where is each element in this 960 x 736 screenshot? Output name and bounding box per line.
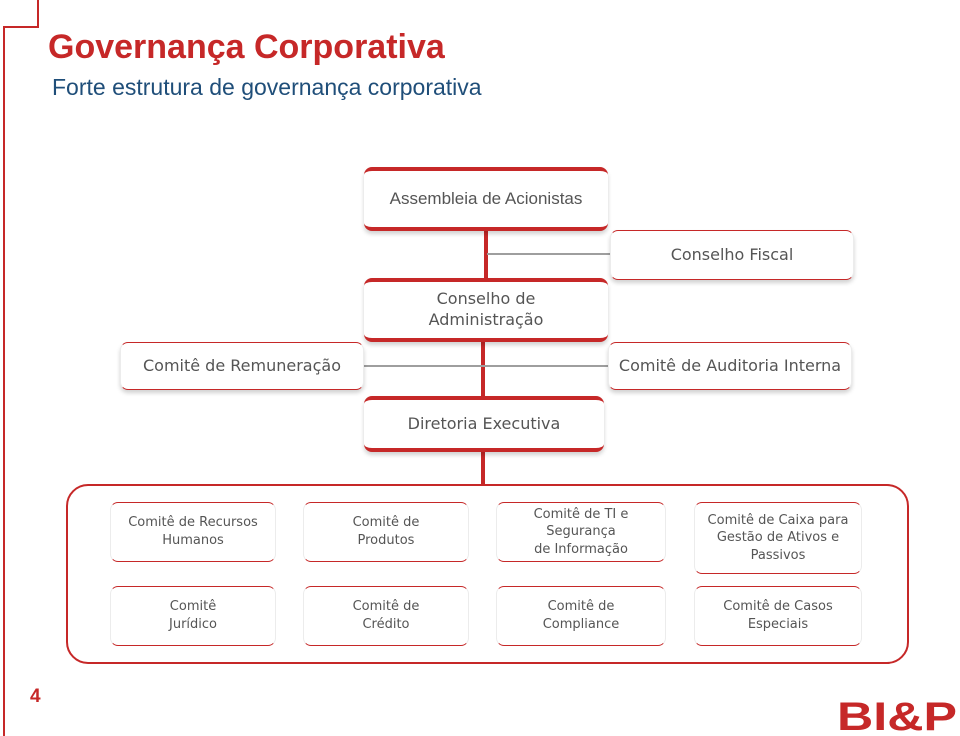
label-comite-rh: Comitê de Recursos Humanos xyxy=(128,515,258,548)
label-comite-juridico: Comitê Jurídico xyxy=(169,599,217,632)
box-comite-remuneracao: Comitê de Remuneração xyxy=(120,342,364,390)
connector-fiscal xyxy=(487,253,611,255)
label-comite-compliance: Comitê de Compliance xyxy=(542,599,620,632)
box-comite-credito: Comitê de Crédito xyxy=(303,586,469,646)
box-comite-rh: Comitê de Recursos Humanos xyxy=(110,502,276,562)
page-number: 4 xyxy=(30,686,41,707)
frame-top-stub xyxy=(37,0,39,28)
label-conselho-administracao: Conselho de Administração xyxy=(428,289,544,329)
connector-remuneracao xyxy=(345,365,485,367)
frame-vertical-line xyxy=(3,26,5,736)
box-conselho-administracao: Conselho de Administração xyxy=(364,278,608,342)
page-subtitle: Forte estrutura de governança corporativ… xyxy=(52,74,482,100)
label-conselho-fiscal: Conselho Fiscal xyxy=(670,244,794,264)
label-comite-ti: Comitê de TI e Segurança de Informação xyxy=(533,506,629,557)
frame-top-line xyxy=(3,26,39,28)
label-assembleia: Assembleia de Acionistas xyxy=(389,188,583,208)
label-comite-produtos: Comitê de Produtos xyxy=(352,515,420,548)
box-assembleia: Assembleia de Acionistas xyxy=(364,167,608,231)
label-comite-casos: Comitê de Casos Especiais xyxy=(723,599,833,632)
bip-logo: BI&P xyxy=(836,695,958,734)
box-comite-caixa: Comitê de Caixa para Gestão de Ativos e … xyxy=(694,502,862,574)
bip-logo-text: BI&P xyxy=(837,695,957,734)
connector-diretoria-committees xyxy=(481,450,485,486)
label-comite-caixa: Comitê de Caixa para Gestão de Ativos e … xyxy=(707,512,849,563)
page-title: Governança Corporativa xyxy=(48,28,445,66)
label-comite-remuneracao: Comitê de Remuneração xyxy=(142,355,341,375)
box-comite-auditoria: Comitê de Auditoria Interna xyxy=(608,342,852,390)
box-conselho-fiscal: Conselho Fiscal xyxy=(610,230,854,280)
box-diretoria: Diretoria Executiva xyxy=(364,396,604,452)
label-diretoria: Diretoria Executiva xyxy=(407,413,561,433)
connector-assembleia-conselho xyxy=(484,230,488,278)
label-comite-auditoria: Comitê de Auditoria Interna xyxy=(618,355,842,375)
box-comite-compliance: Comitê de Compliance xyxy=(496,586,666,646)
box-comite-casos: Comitê de Casos Especiais xyxy=(694,586,862,646)
box-comite-juridico: Comitê Jurídico xyxy=(110,586,276,646)
box-comite-produtos: Comitê de Produtos xyxy=(303,502,469,562)
connector-auditoria xyxy=(483,365,609,367)
box-comite-ti: Comitê de TI e Segurança de Informação xyxy=(496,502,666,562)
connector-conselho-diretoria xyxy=(481,342,485,400)
label-comite-credito: Comitê de Crédito xyxy=(352,599,420,632)
